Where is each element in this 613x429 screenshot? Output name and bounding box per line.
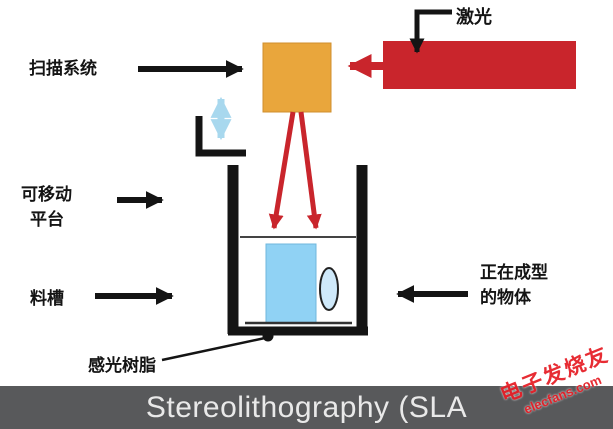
platform-arm	[195, 116, 246, 157]
forming-object-block	[265, 243, 317, 324]
laser-source-block	[383, 41, 576, 89]
tank-label: 料槽	[30, 289, 64, 308]
laser-label-arrow	[409, 9, 452, 54]
movable-platform-label-line2: 平台	[30, 209, 64, 229]
forming-object-label-line2: 的物体	[480, 287, 531, 307]
forming-object-label-line1: 正在成型	[480, 263, 548, 282]
resin-pointer-dot	[262, 330, 274, 342]
forming-object-label: 正在成型 的物体	[480, 261, 548, 310]
title-bar: Stereolithography (SLA	[0, 386, 613, 429]
resin-pointer-line	[161, 336, 266, 362]
scanning-system-label: 扫描系统	[29, 59, 97, 78]
resin-label: 感光树脂	[88, 356, 156, 375]
scanner-block	[262, 42, 332, 113]
laser-beam-right	[298, 111, 322, 230]
movable-platform-label: 可移动 平台	[21, 183, 72, 232]
diagram-title: Stereolithography (SLA	[145, 390, 468, 424]
forming-object-ellipse	[319, 267, 339, 311]
movable-platform-label-line1: 可移动	[21, 185, 72, 204]
laser-label: 激光	[456, 7, 492, 27]
laser-beam-left	[268, 111, 296, 230]
